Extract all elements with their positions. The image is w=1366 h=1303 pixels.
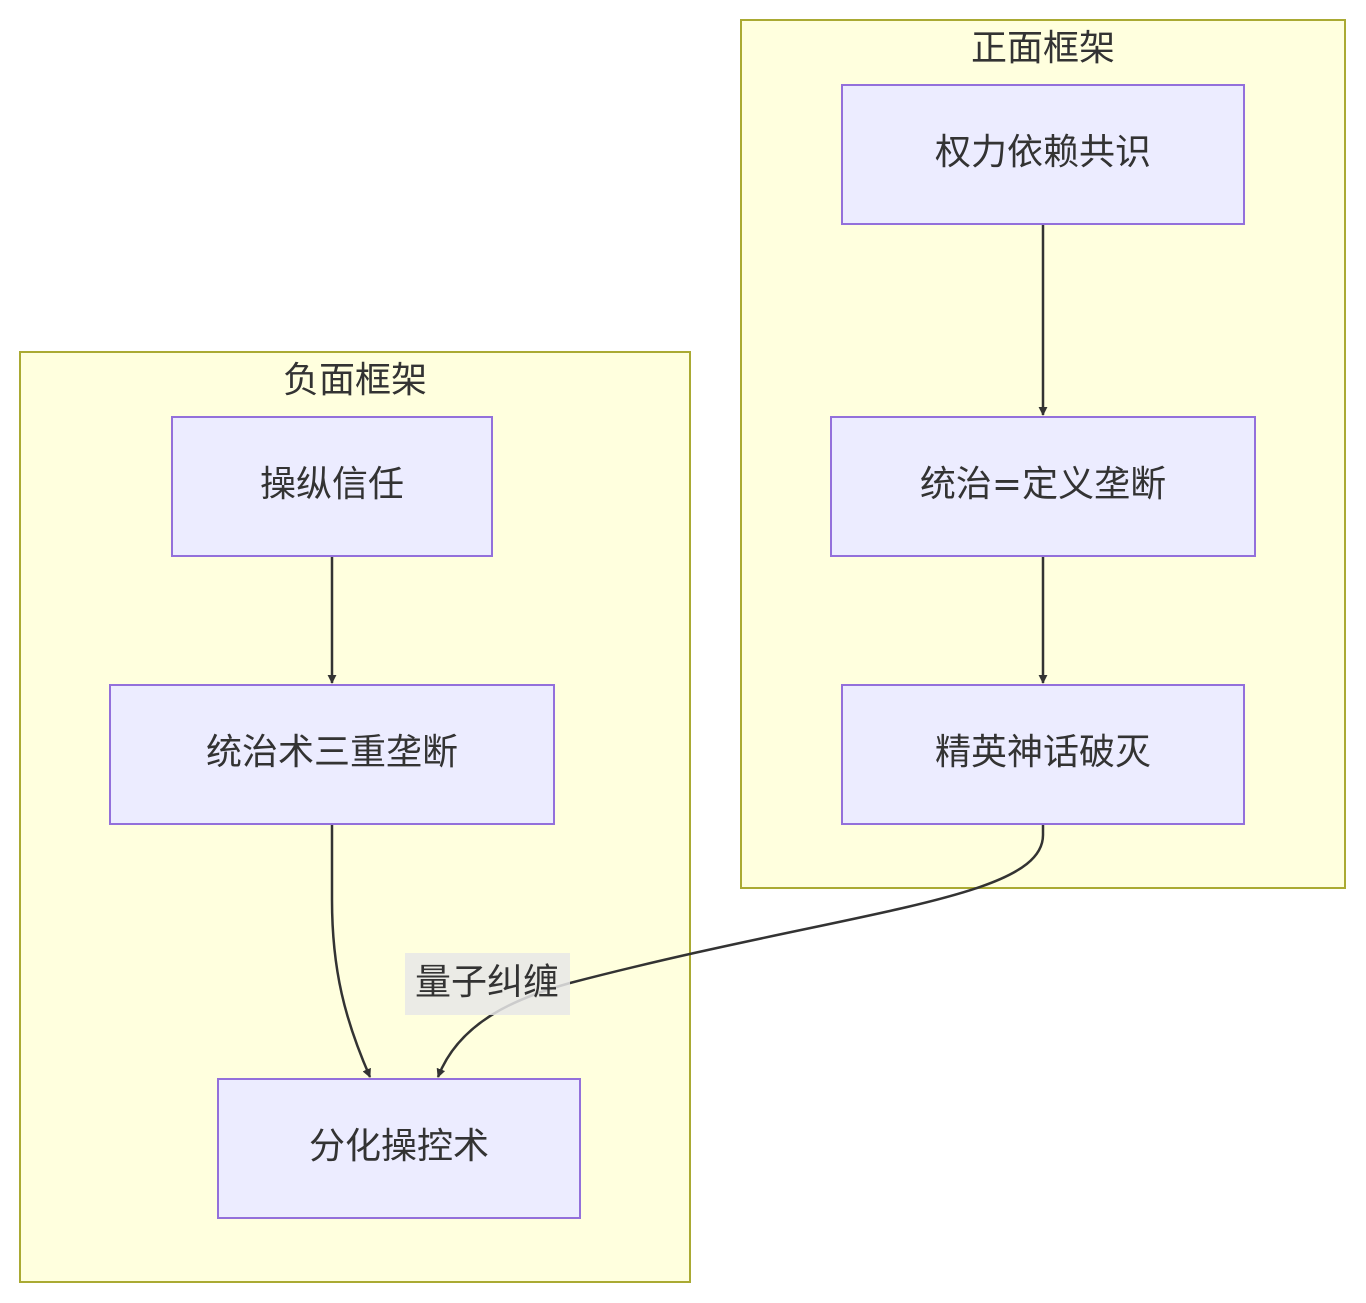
node-power-consensus-label: 权力依赖共识 <box>935 132 1151 173</box>
node-manipulate-trust-label: 操纵信任 <box>260 464 404 505</box>
node-elite-myth[interactable]: 精英神话破灭 <box>841 684 1245 825</box>
node-triple-monopoly-label: 统治术三重垄断 <box>206 732 458 773</box>
node-divide-control-label: 分化操控术 <box>309 1126 489 1167</box>
node-rule-define-monopoly-label: 统治=定义垄断 <box>920 464 1166 505</box>
node-divide-control[interactable]: 分化操控术 <box>217 1078 581 1219</box>
node-power-consensus[interactable]: 权力依赖共识 <box>841 84 1245 225</box>
node-rule-define-monopoly[interactable]: 统治=定义垄断 <box>830 416 1256 557</box>
cluster-positive-title: 正面框架 <box>971 28 1115 69</box>
edge-elite-to-divide <box>436 824 1045 1078</box>
edge-label-text: 量子纠缠 <box>415 962 559 1003</box>
edge-triple-to-divide <box>330 824 372 1078</box>
node-manipulate-trust[interactable]: 操纵信任 <box>171 416 493 557</box>
node-triple-monopoly[interactable]: 统治术三重垄断 <box>109 684 555 825</box>
edges <box>327 224 1048 1078</box>
node-elite-myth-label: 精英神话破灭 <box>935 732 1151 773</box>
cluster-negative-title: 负面框架 <box>283 360 427 401</box>
edge-label-entanglement: 量子纠缠 <box>405 953 570 1015</box>
